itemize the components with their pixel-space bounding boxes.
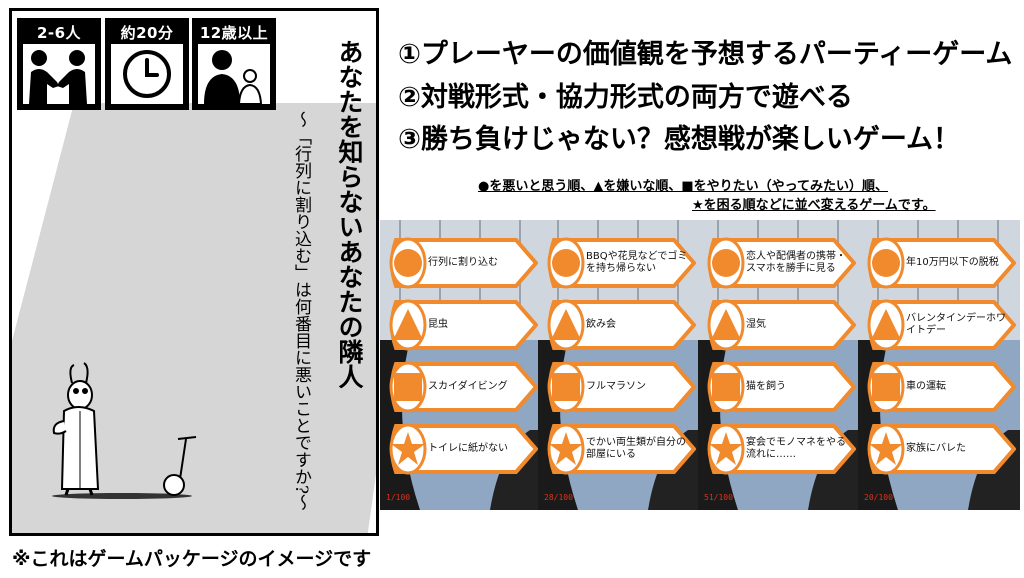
card-row: 年10万円以下の脱税 — [866, 234, 1016, 292]
players-label: 2-6人 — [36, 24, 82, 42]
card-row: 家族にバレた — [866, 420, 1016, 478]
game-package: 2-6人 約20分 12歳以上 — [9, 8, 379, 536]
card-row-plate — [707, 299, 856, 351]
circle-icon — [552, 249, 580, 277]
card-item-text: トイレに紙がない — [428, 443, 508, 454]
square-icon — [712, 373, 740, 401]
feature-3: ③勝ち負けじゃない？感想戦が楽しいゲーム！ — [398, 124, 961, 155]
package-image-note: ※これはゲームパッケージのイメージです — [12, 548, 372, 570]
card-counter: 28/100 — [544, 493, 573, 502]
card-row: 宴会でモノマネをやる流れに…… — [706, 420, 856, 478]
adult-child-icon — [204, 50, 263, 105]
game-card: 年10万円以下の脱税 バレンタインデーホワイトデー 車の運転 家族にバレた 20/… — [858, 220, 1020, 510]
circle-icon — [394, 249, 422, 277]
card-item-text: 年10万円以下の脱税 — [906, 257, 999, 268]
card-row: でかい両生類が自分の部屋にいる — [546, 420, 696, 478]
triangle-icon — [393, 309, 423, 340]
duration-label: 約20分 — [120, 24, 174, 42]
players-badge: 2-6人 — [17, 18, 101, 110]
card-row: 行列に割り込む — [388, 234, 538, 292]
card-item-text: 家族にバレた — [906, 443, 966, 454]
card-item-text: 昆虫 — [428, 319, 448, 330]
package-title: あなたを知らないあなたの隣人 — [335, 39, 364, 389]
game-card: 恋人や配偶者の携帯・スマホを勝手に見る 湿気 猫を飼う 宴会でモノマネをやる流れ… — [698, 220, 860, 510]
card-row: 猫を飼う — [706, 358, 856, 416]
package-subtitle: ～「行列に割り込む」は何番目に悪いことですか?～ — [291, 111, 311, 512]
game-card: 行列に割り込む 昆虫 スカイダイビング トイレに紙がない 1/100 — [380, 220, 542, 510]
card-item-text: フルマラソン — [586, 381, 646, 392]
square-icon — [872, 373, 900, 401]
description-line-2: ★を困る順などに並べ変えるゲームです。 — [692, 198, 936, 213]
card-item-text: でかい両生類が自分の部屋にいる — [586, 437, 686, 460]
card-row-plate — [547, 237, 696, 289]
card-row: 湿気 — [706, 296, 856, 354]
card-item-text: 恋人や配偶者の携帯・スマホを勝手に見る — [746, 251, 846, 274]
square-icon — [394, 373, 422, 401]
card-row: バレンタインデーホワイトデー — [866, 296, 1016, 354]
package-shadow — [12, 103, 376, 533]
card-item-text: 車の運転 — [906, 381, 946, 392]
game-card: BBQや花見などでゴミを持ち帰らない 飲み会 フルマラソン でかい両生類が自分の… — [538, 220, 700, 510]
card-item-text: BBQや花見などでゴミを持ち帰らない — [586, 251, 688, 274]
age-badge: 12歳以上 — [192, 18, 276, 110]
card-row: 恋人や配偶者の携帯・スマホを勝手に見る — [706, 234, 856, 292]
triangle-icon — [711, 309, 741, 340]
card-item-text: スカイダイビング — [428, 381, 508, 392]
card-row: トイレに紙がない — [388, 420, 538, 478]
card-item-text: バレンタインデーホワイトデー — [906, 313, 1006, 336]
star-icon — [391, 432, 425, 465]
description-line-1: ●を悪いと思う順、▲を嫌いな順、■をやりたい（やってみたい）順、 — [478, 179, 888, 194]
circle-icon — [712, 249, 740, 277]
feature-2: ②対戦形式・協力形式の両方で遊べる — [398, 82, 853, 113]
clock-icon — [123, 50, 171, 98]
card-item-text: 行列に割り込む — [428, 257, 498, 268]
square-icon — [552, 373, 580, 401]
ant-professor-illustration — [52, 362, 197, 499]
card-row: スカイダイビング — [388, 358, 538, 416]
card-counter: 51/100 — [704, 493, 733, 502]
card-item-text: 宴会でモノマネをやる流れに…… — [746, 437, 846, 460]
circle-icon — [872, 249, 900, 277]
card-row: 飲み会 — [546, 296, 696, 354]
card-item-text: 猫を飼う — [746, 381, 786, 392]
star-icon — [869, 432, 903, 465]
star-icon — [549, 432, 583, 465]
card-counter: 1/100 — [386, 493, 411, 502]
duration-badge: 約20分 — [105, 18, 189, 110]
card-row-plate — [867, 237, 1016, 289]
card-item-text: 飲み会 — [586, 319, 616, 330]
triangle-icon — [871, 309, 901, 340]
card-row: 昆虫 — [388, 296, 538, 354]
card-counter: 20/100 — [864, 493, 893, 502]
card-row: 車の運転 — [866, 358, 1016, 416]
star-icon — [709, 432, 743, 465]
triangle-icon — [551, 309, 581, 340]
card-row-plate — [707, 237, 856, 289]
card-row: フルマラソン — [546, 358, 696, 416]
age-label: 12歳以上 — [199, 24, 269, 42]
card-item-text: 湿気 — [746, 319, 766, 330]
two-people-handshake-icon — [29, 50, 87, 104]
card-row: BBQや花見などでゴミを持ち帰らない — [546, 234, 696, 292]
feature-1: ①プレーヤーの価値観を予想するパーティーゲーム — [398, 39, 1013, 70]
